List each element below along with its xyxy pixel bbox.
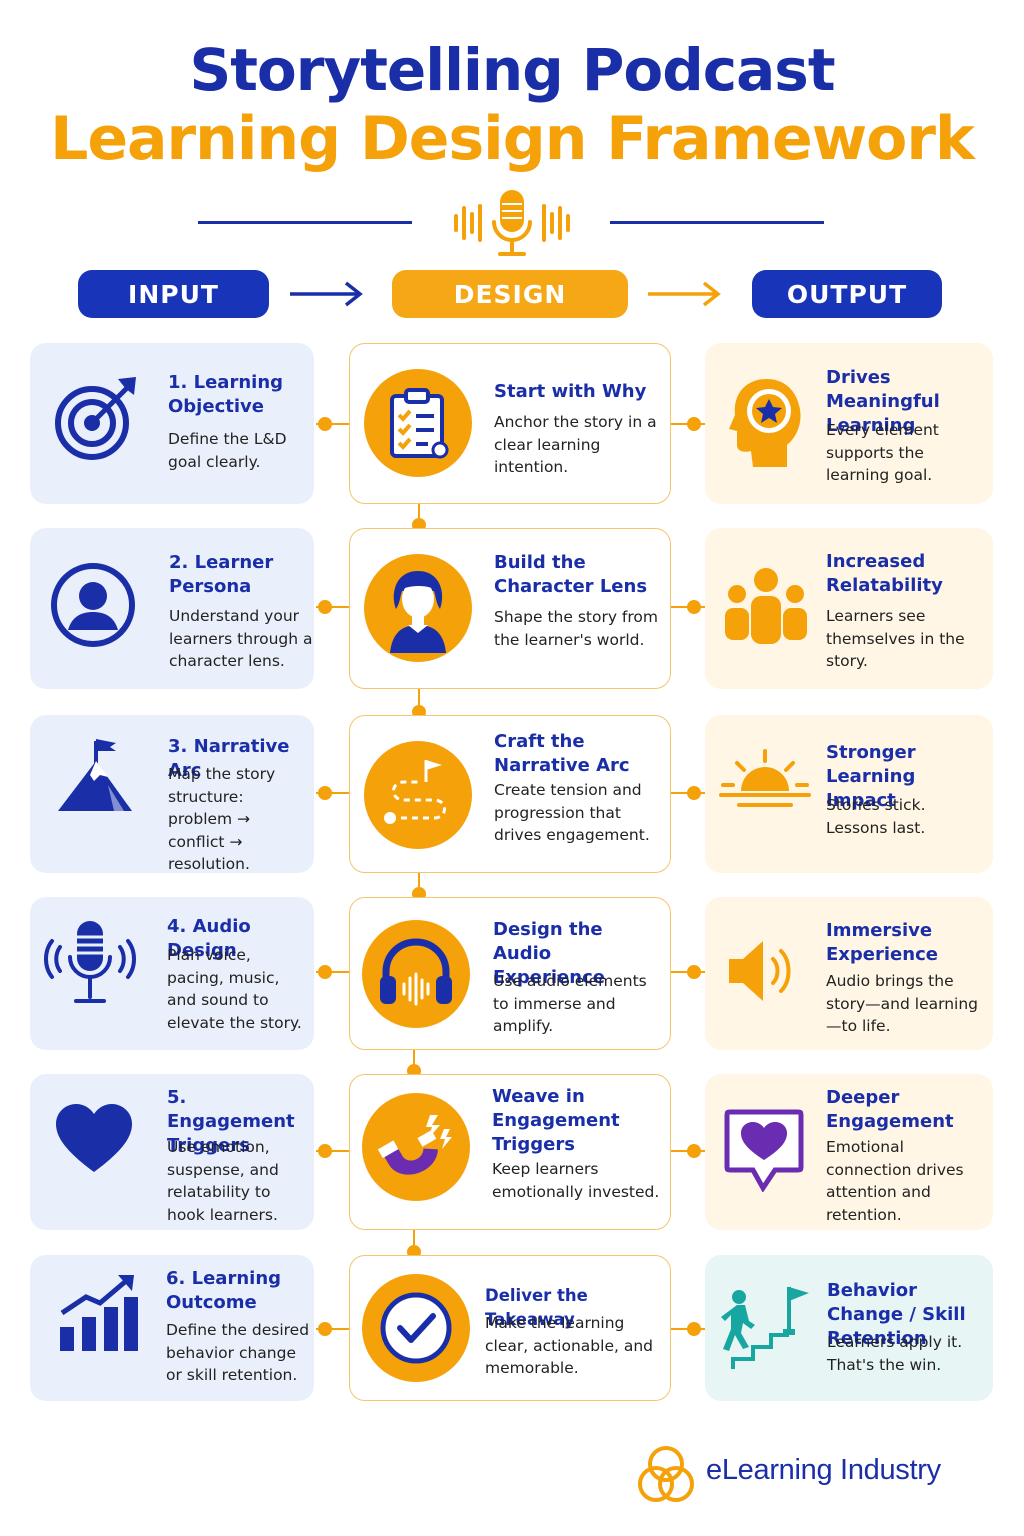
arrow-right-icon xyxy=(290,281,363,307)
output-card-behavior-change: Behavior Change / Skill Retention Learne… xyxy=(705,1255,993,1401)
header-divider-left xyxy=(198,221,412,224)
input-desc: Plan voice, pacing, music, and sound to … xyxy=(167,946,302,1032)
input-card-audio-design: 4. Audio Design Plan voice, pacing, musi… xyxy=(30,897,314,1050)
output-desc: Every element supports the learning goal… xyxy=(826,421,939,484)
mountain-flag-icon xyxy=(58,739,132,811)
headphones-icon xyxy=(380,938,452,1006)
output-desc: Stories stick. Lessons last. xyxy=(826,796,926,837)
design-title: Build the Character Lens xyxy=(494,552,648,597)
design-desc: Use audio elements to immerse and amplif… xyxy=(493,972,647,1035)
microphone-soundwave-icon xyxy=(454,190,570,256)
input-card-narrative-arc: 3. Narrative Arc Map the story structure… xyxy=(30,715,314,873)
group-people-icon xyxy=(725,568,807,644)
design-card-audio-experience: Design the Audio Experience Use audio el… xyxy=(349,897,671,1050)
head-star-icon xyxy=(729,379,801,467)
input-desc: Understand your learners through a chara… xyxy=(169,607,313,670)
output-title: Immersive Experience xyxy=(826,920,938,965)
output-title: Increased Relatability xyxy=(826,551,943,596)
output-title: Behavior Change / Skill Retention xyxy=(827,1280,966,1349)
design-desc: Make the learning clear, actionable, and… xyxy=(485,1314,653,1377)
design-title: Design the Audio Experience xyxy=(493,919,605,988)
heart-message-icon xyxy=(724,1109,804,1192)
target-icon xyxy=(55,377,136,460)
input-card-learning-outcome: 6. Learning Outcome Define the desired b… xyxy=(30,1255,314,1401)
growth-chart-icon xyxy=(60,1275,138,1351)
sunrise-icon xyxy=(719,749,811,807)
input-title: 6. Learning Outcome xyxy=(166,1268,282,1313)
microphone-icon xyxy=(44,921,136,1003)
magnet-icon xyxy=(378,1115,452,1175)
design-card-deliver-takeaway: Deliver the Takeaway Make the learning c… xyxy=(349,1255,671,1401)
output-title: Deeper Engagement xyxy=(826,1087,954,1132)
output-card-relatability: Increased Relatability Learners see them… xyxy=(705,528,993,689)
woman-avatar-icon xyxy=(390,571,446,653)
input-card-learning-objective: 1. Learning Objective Define the L&D goa… xyxy=(30,343,314,504)
design-card-narrative-arc: Craft the Narrative Arc Create tension a… xyxy=(349,715,671,873)
input-desc: Map the story structure: problem → confl… xyxy=(168,765,276,873)
arrow-right-icon xyxy=(648,281,721,307)
output-card-learning-impact: Stronger Learning Impact Stories stick. … xyxy=(705,715,993,873)
design-card-character-lens: Build the Character Lens Shape the story… xyxy=(349,528,671,689)
column-output-label: OUTPUT xyxy=(752,270,942,318)
column-input-label: INPUT xyxy=(78,270,269,318)
design-desc: Shape the story from the learner's world… xyxy=(494,608,659,649)
column-design-label: DESIGN xyxy=(392,270,628,318)
input-card-engagement-triggers: 5. Engagement Triggers Use emotion, susp… xyxy=(30,1074,314,1230)
stairs-flag-icon xyxy=(721,1287,809,1369)
speaker-icon xyxy=(729,941,791,1001)
check-circle-icon xyxy=(380,1292,452,1364)
winding-path-icon xyxy=(384,760,446,824)
input-title: 4. Audio Design xyxy=(167,916,251,961)
header-divider-right xyxy=(610,221,824,224)
page-title: Storytelling Podcast xyxy=(189,36,835,104)
input-title: 1. Learning Objective xyxy=(168,372,284,417)
input-desc: Define the L&D goal clearly. xyxy=(168,430,287,471)
elearning-industry-logo-icon xyxy=(638,1446,694,1502)
output-title: Drives Meaningful Learning xyxy=(826,367,940,436)
clipboard-checklist-icon xyxy=(390,388,449,459)
output-card-immersive-experience: Immersive Experience Audio brings the st… xyxy=(705,897,993,1050)
heart-icon xyxy=(56,1104,132,1172)
design-title: Deliver the Takeaway xyxy=(485,1286,588,1329)
brand-name[interactable]: eLearning Industry xyxy=(706,1454,941,1486)
input-card-learner-persona: 2. Learner Persona Understand your learn… xyxy=(30,528,314,689)
design-desc: Keep learners emotionally invested. xyxy=(492,1160,660,1201)
input-desc: Use emotion, suspense, and relatability … xyxy=(167,1138,279,1224)
design-card-start-with-why: Start with Why Anchor the story in a cle… xyxy=(349,343,671,504)
design-desc: Create tension and progression that driv… xyxy=(494,781,650,844)
user-circle-icon xyxy=(51,563,135,647)
design-desc: Anchor the story in a clear learning int… xyxy=(494,413,657,476)
input-title: 5. Engagement Triggers xyxy=(167,1087,295,1156)
output-desc: Learners see themselves in the story. xyxy=(826,607,965,670)
output-desc: Emotional connection drives attention an… xyxy=(826,1138,964,1224)
input-desc: Define the desired behavior change or sk… xyxy=(166,1321,310,1384)
input-title: 3. Narrative Arc xyxy=(168,736,290,781)
output-card-meaningful-learning: Drives Meaningful Learning Every element… xyxy=(705,343,993,504)
design-title: Start with Why xyxy=(494,381,647,402)
input-title: 2. Learner Persona xyxy=(169,552,274,597)
page-subtitle: Learning Design Framework xyxy=(50,104,975,174)
design-title: Weave in Engagement Triggers xyxy=(492,1086,620,1155)
output-desc: Audio brings the story—and learning—to l… xyxy=(826,972,979,1035)
design-title: Craft the Narrative Arc xyxy=(494,731,630,776)
output-card-deeper-engagement: Deeper Engagement Emotional connection d… xyxy=(705,1074,993,1230)
output-desc: Learners apply it. That's the win. xyxy=(827,1333,963,1374)
output-title: Stronger Learning Impact xyxy=(826,742,916,811)
design-card-engagement-triggers: Weave in Engagement Triggers Keep learne… xyxy=(349,1074,671,1230)
